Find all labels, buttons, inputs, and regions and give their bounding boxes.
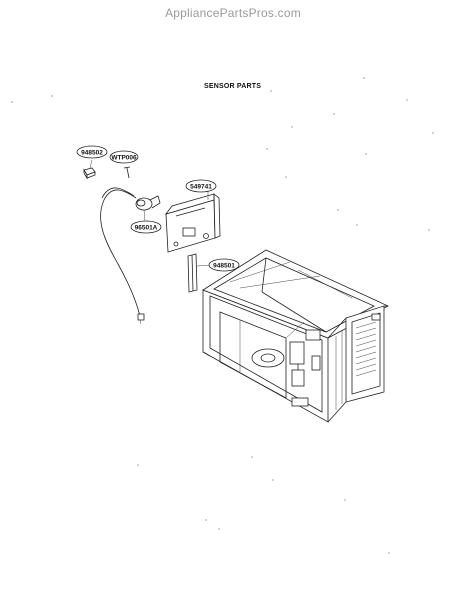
watermark: AppliancePartsPros.com — [165, 6, 301, 20]
callout-label: WTP006 — [111, 155, 137, 162]
screw-part — [123, 166, 131, 179]
callout-948501: 948501 — [208, 258, 240, 272]
callout-label: 96501A — [135, 225, 158, 232]
leader-line — [196, 264, 211, 267]
leader-line — [143, 209, 146, 222]
oven-cavity-chassis — [202, 249, 389, 423]
callout-wtp006: WTP006 — [109, 150, 139, 164]
leader-line — [89, 159, 93, 169]
callout-label: 549741 — [190, 184, 212, 191]
sensor-bracket-part — [164, 190, 221, 253]
diagram-title: SENSOR PARTS — [204, 83, 262, 90]
sensor-part — [100, 187, 161, 325]
turntable — [251, 348, 285, 368]
connector-part — [83, 167, 96, 180]
door-switch-assembly — [289, 329, 321, 407]
callout-549741: 549741 — [185, 179, 217, 193]
callout-label: 948502 — [81, 150, 103, 157]
callout-96501a: 96501A — [130, 220, 162, 234]
callout-948502: 948502 — [76, 145, 108, 159]
callout-label: 948501 — [213, 263, 235, 270]
vent-grille — [355, 321, 377, 377]
gasket-strip-part — [187, 253, 198, 293]
